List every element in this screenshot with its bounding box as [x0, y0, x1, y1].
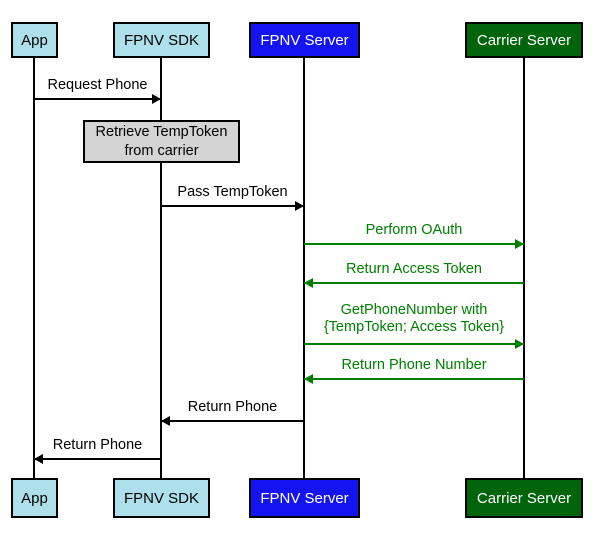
activation-line-1: Retrieve TempToken: [95, 124, 228, 141]
arrowhead-right-icon: [515, 339, 524, 349]
message-line: [34, 98, 161, 100]
participant-fpnv-server-bottom[interactable]: FPNV Server: [249, 478, 360, 518]
participant-app-top[interactable]: App: [11, 22, 58, 58]
arrowhead-right-icon: [515, 239, 524, 249]
participant-label: FPNV SDK: [123, 489, 199, 507]
message-line: [34, 458, 161, 460]
participant-label: App: [21, 31, 48, 49]
participant-carrier-server-top[interactable]: Carrier Server: [465, 22, 583, 58]
activation-retrieve-temptoken: Retrieve TempToken from carrier: [83, 120, 240, 163]
message-line: [161, 205, 304, 207]
message-line: [161, 420, 304, 422]
message-label: Return Phone Number: [341, 357, 487, 373]
message-line: [304, 343, 524, 345]
participant-label: FPNV Server: [260, 31, 349, 49]
message-label: GetPhoneNumber with {TempToken; Access T…: [323, 302, 505, 336]
message-label: Perform OAuth: [365, 222, 463, 238]
participant-app-bottom[interactable]: App: [11, 478, 58, 518]
participant-label: Carrier Server: [476, 489, 572, 507]
arrowhead-right-icon: [295, 201, 304, 211]
message-label: Return Phone: [187, 399, 278, 415]
message-label: Request Phone: [47, 77, 148, 93]
participant-label: App: [21, 489, 48, 507]
participant-label: FPNV SDK: [123, 31, 199, 49]
arrowhead-right-icon: [152, 94, 161, 104]
message-line: [304, 378, 524, 380]
participant-fpnv-server-top[interactable]: FPNV Server: [249, 22, 360, 58]
participant-label: Carrier Server: [476, 31, 572, 49]
message-label: Return Phone: [52, 437, 143, 453]
participant-label: FPNV Server: [260, 489, 349, 507]
activation-line-2: from carrier: [124, 142, 199, 159]
lifeline-app: [33, 58, 35, 478]
arrowhead-left-icon: [304, 278, 313, 288]
participant-fpnv-sdk-bottom[interactable]: FPNV SDK: [113, 478, 210, 518]
lifeline-carrier-server: [523, 58, 525, 478]
lifeline-fpnv-sdk: [160, 58, 162, 478]
arrowhead-left-icon: [34, 454, 43, 464]
message-label: Pass TempToken: [177, 184, 288, 200]
lifeline-fpnv-server: [303, 58, 305, 478]
message-label: Return Access Token: [346, 261, 482, 277]
message-line: [304, 243, 524, 245]
message-line: [304, 282, 524, 284]
arrowhead-left-icon: [161, 416, 170, 426]
arrowhead-left-icon: [304, 374, 313, 384]
participant-carrier-server-bottom[interactable]: Carrier Server: [465, 478, 583, 518]
participant-fpnv-sdk-top[interactable]: FPNV SDK: [113, 22, 210, 58]
